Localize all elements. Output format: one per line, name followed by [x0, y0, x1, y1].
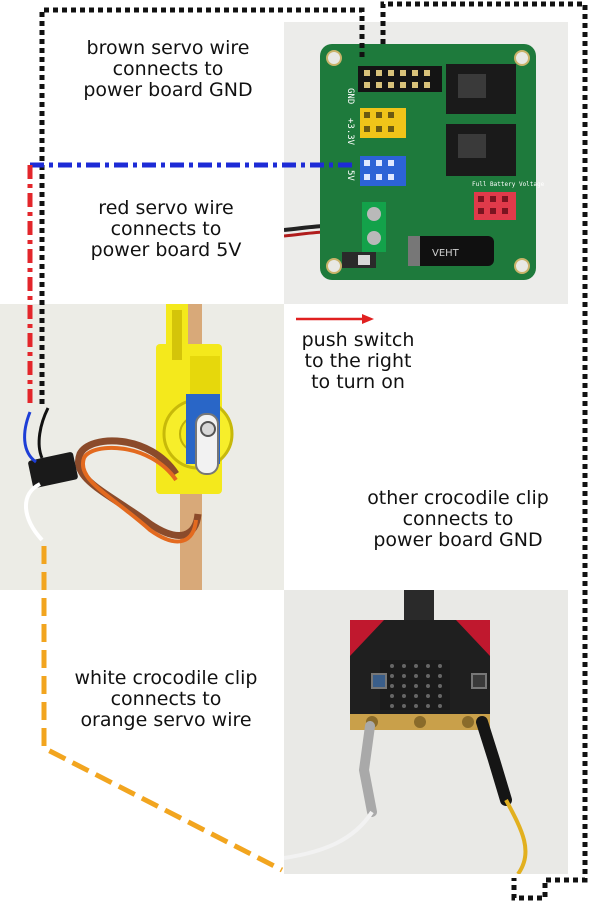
- red-wire-label-line1: red servo wire: [48, 198, 284, 219]
- 5v-header-pins: [360, 156, 406, 186]
- brown-wire-label-line2: connects to: [52, 59, 284, 80]
- other-clip-label-line2: connects to: [340, 509, 576, 530]
- other-clip-label-line3: power board GND: [340, 530, 576, 551]
- white-clip-label-line2: connects to: [52, 689, 280, 710]
- red-wire-label-line3: power board 5V: [48, 240, 284, 261]
- slide-switch: [342, 252, 376, 268]
- servo-photo: [0, 304, 284, 590]
- board-3v3-label: +3.3V: [345, 118, 355, 146]
- red-wire-label: red servo wire connects to power board 5…: [48, 198, 284, 261]
- usb-cable: [404, 590, 434, 620]
- 3v3-header-pins: [360, 108, 406, 138]
- brown-wire-label-line1: brown servo wire: [52, 38, 284, 59]
- capacitor: VEHT: [408, 236, 494, 266]
- other-clip-label: other crocodile clip connects to power b…: [340, 488, 576, 551]
- white-clip-label: white crocodile clip connects to orange …: [52, 668, 280, 731]
- switch-label-line3: to turn on: [284, 372, 432, 393]
- white-clip-label-line1: white crocodile clip: [52, 668, 280, 689]
- red-wire-label-line2: connects to: [48, 219, 284, 240]
- board-gnd-label: GND: [345, 88, 355, 104]
- microbit-board: [350, 620, 490, 730]
- screw-terminal: [362, 202, 386, 252]
- other-clip-label-line1: other crocodile clip: [340, 488, 576, 509]
- switch-label-line2: to the right: [284, 351, 432, 372]
- right-arrow-icon: [296, 314, 374, 324]
- brown-wire-label: brown servo wire connects to power board…: [52, 38, 284, 101]
- board-full-battery-label: Full Battery Voltage: [472, 181, 545, 188]
- gnd-header-pins: [358, 66, 442, 92]
- switch-label: push switch to the right to turn on: [284, 330, 432, 393]
- brown-wire-label-line3: power board GND: [52, 80, 284, 101]
- white-clip-label-line3: orange servo wire: [52, 710, 280, 731]
- board-5v-label: 5V: [345, 170, 355, 181]
- servo-motor: [186, 394, 220, 474]
- capacitor-label: VEHT: [432, 248, 460, 259]
- power-board-photo: GND +3.3V 5V Full Battery Voltage: [284, 22, 568, 304]
- microbit-photo: [284, 590, 568, 874]
- switch-label-line1: push switch: [284, 330, 432, 351]
